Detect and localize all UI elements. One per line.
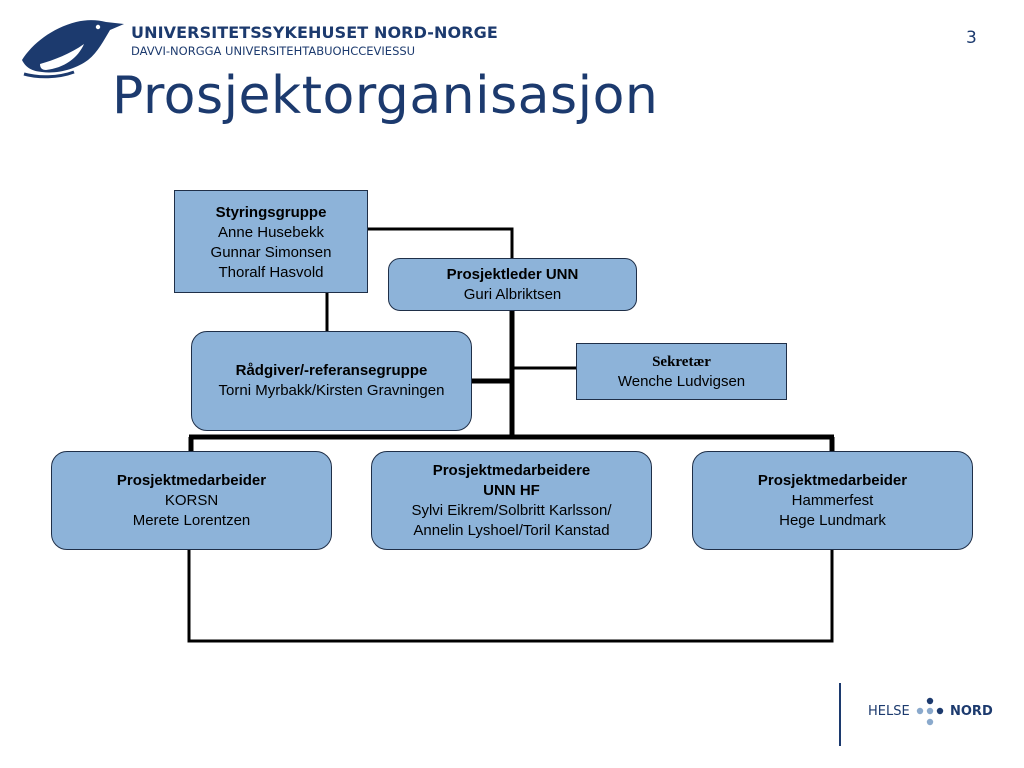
project-leader-heading: Prosjektleder UNN xyxy=(446,265,579,283)
footer-logo-left-word: HELSE xyxy=(868,704,910,719)
member-heading: Prosjektmedarbeider xyxy=(757,472,908,489)
footer-logo-right-word: NORD xyxy=(950,704,993,719)
connector-steering-leader xyxy=(368,227,514,258)
helse-nord-dots-icon xyxy=(916,697,944,726)
secretary-box: Sekretær Wenche Ludvigsen xyxy=(576,343,787,400)
advisory-group-names: Torni Myrbakk/Kirsten Gravningen xyxy=(218,382,445,399)
member-line: Hammerfest xyxy=(791,492,874,509)
steering-group-box: Styringsgruppe Anne Husebekk Gunnar Simo… xyxy=(174,190,368,293)
member-heading: Prosjektmedarbeider xyxy=(116,472,267,489)
penguin-logo-icon xyxy=(22,20,124,79)
secretary-heading: Sekretær xyxy=(652,353,711,370)
member-line: Sylvi Eikrem/Solbritt Karlsson/ xyxy=(411,501,612,519)
advisory-group-heading: Rådgiver/-referansegruppe xyxy=(235,362,428,379)
member-line: UNN HF xyxy=(483,481,540,499)
footer-divider xyxy=(839,683,841,746)
member-box-korsn: Prosjektmedarbeider KORSN Merete Lorentz… xyxy=(51,451,332,550)
helse-nord-logo: HELSE NORD xyxy=(868,696,998,728)
steering-member: Anne Husebekk xyxy=(218,224,324,241)
page-number: 3 xyxy=(966,28,977,48)
brand-name: UNIVERSITETSSYKEHUSET NORD-NORGE xyxy=(131,23,498,42)
member-line: KORSN xyxy=(164,492,219,509)
project-leader-name: Guri Albriktsen xyxy=(463,285,562,303)
member-line: Annelin Lyshoel/Toril Kanstad xyxy=(413,521,610,539)
steering-member: Gunnar Simonsen xyxy=(210,244,332,261)
steering-group-heading: Styringsgruppe xyxy=(215,204,327,221)
page-title: Prosjektorganisasjon xyxy=(112,66,659,126)
member-line: Hege Lundmark xyxy=(779,512,886,529)
advisory-group-box: Rådgiver/-referansegruppe Torni Myrbakk/… xyxy=(191,331,472,431)
member-heading: Prosjektmedarbeidere xyxy=(432,461,591,479)
member-box-hammerfest: Prosjektmedarbeider Hammerfest Hege Lund… xyxy=(692,451,973,550)
member-line: Merete Lorentzen xyxy=(132,512,251,529)
member-box-unn: Prosjektmedarbeidere UNN HF Sylvi Eikrem… xyxy=(371,451,652,550)
steering-member: Thoralf Hasvold xyxy=(218,264,324,281)
project-leader-box: Prosjektleder UNN Guri Albriktsen xyxy=(388,258,637,311)
connector-bottom-loop xyxy=(187,550,834,643)
secretary-name: Wenche Ludvigsen xyxy=(617,372,746,390)
brand-subname: DAVVI-NORGGA UNIVERSITEHTABUOHCCEVIESSU xyxy=(131,44,416,58)
